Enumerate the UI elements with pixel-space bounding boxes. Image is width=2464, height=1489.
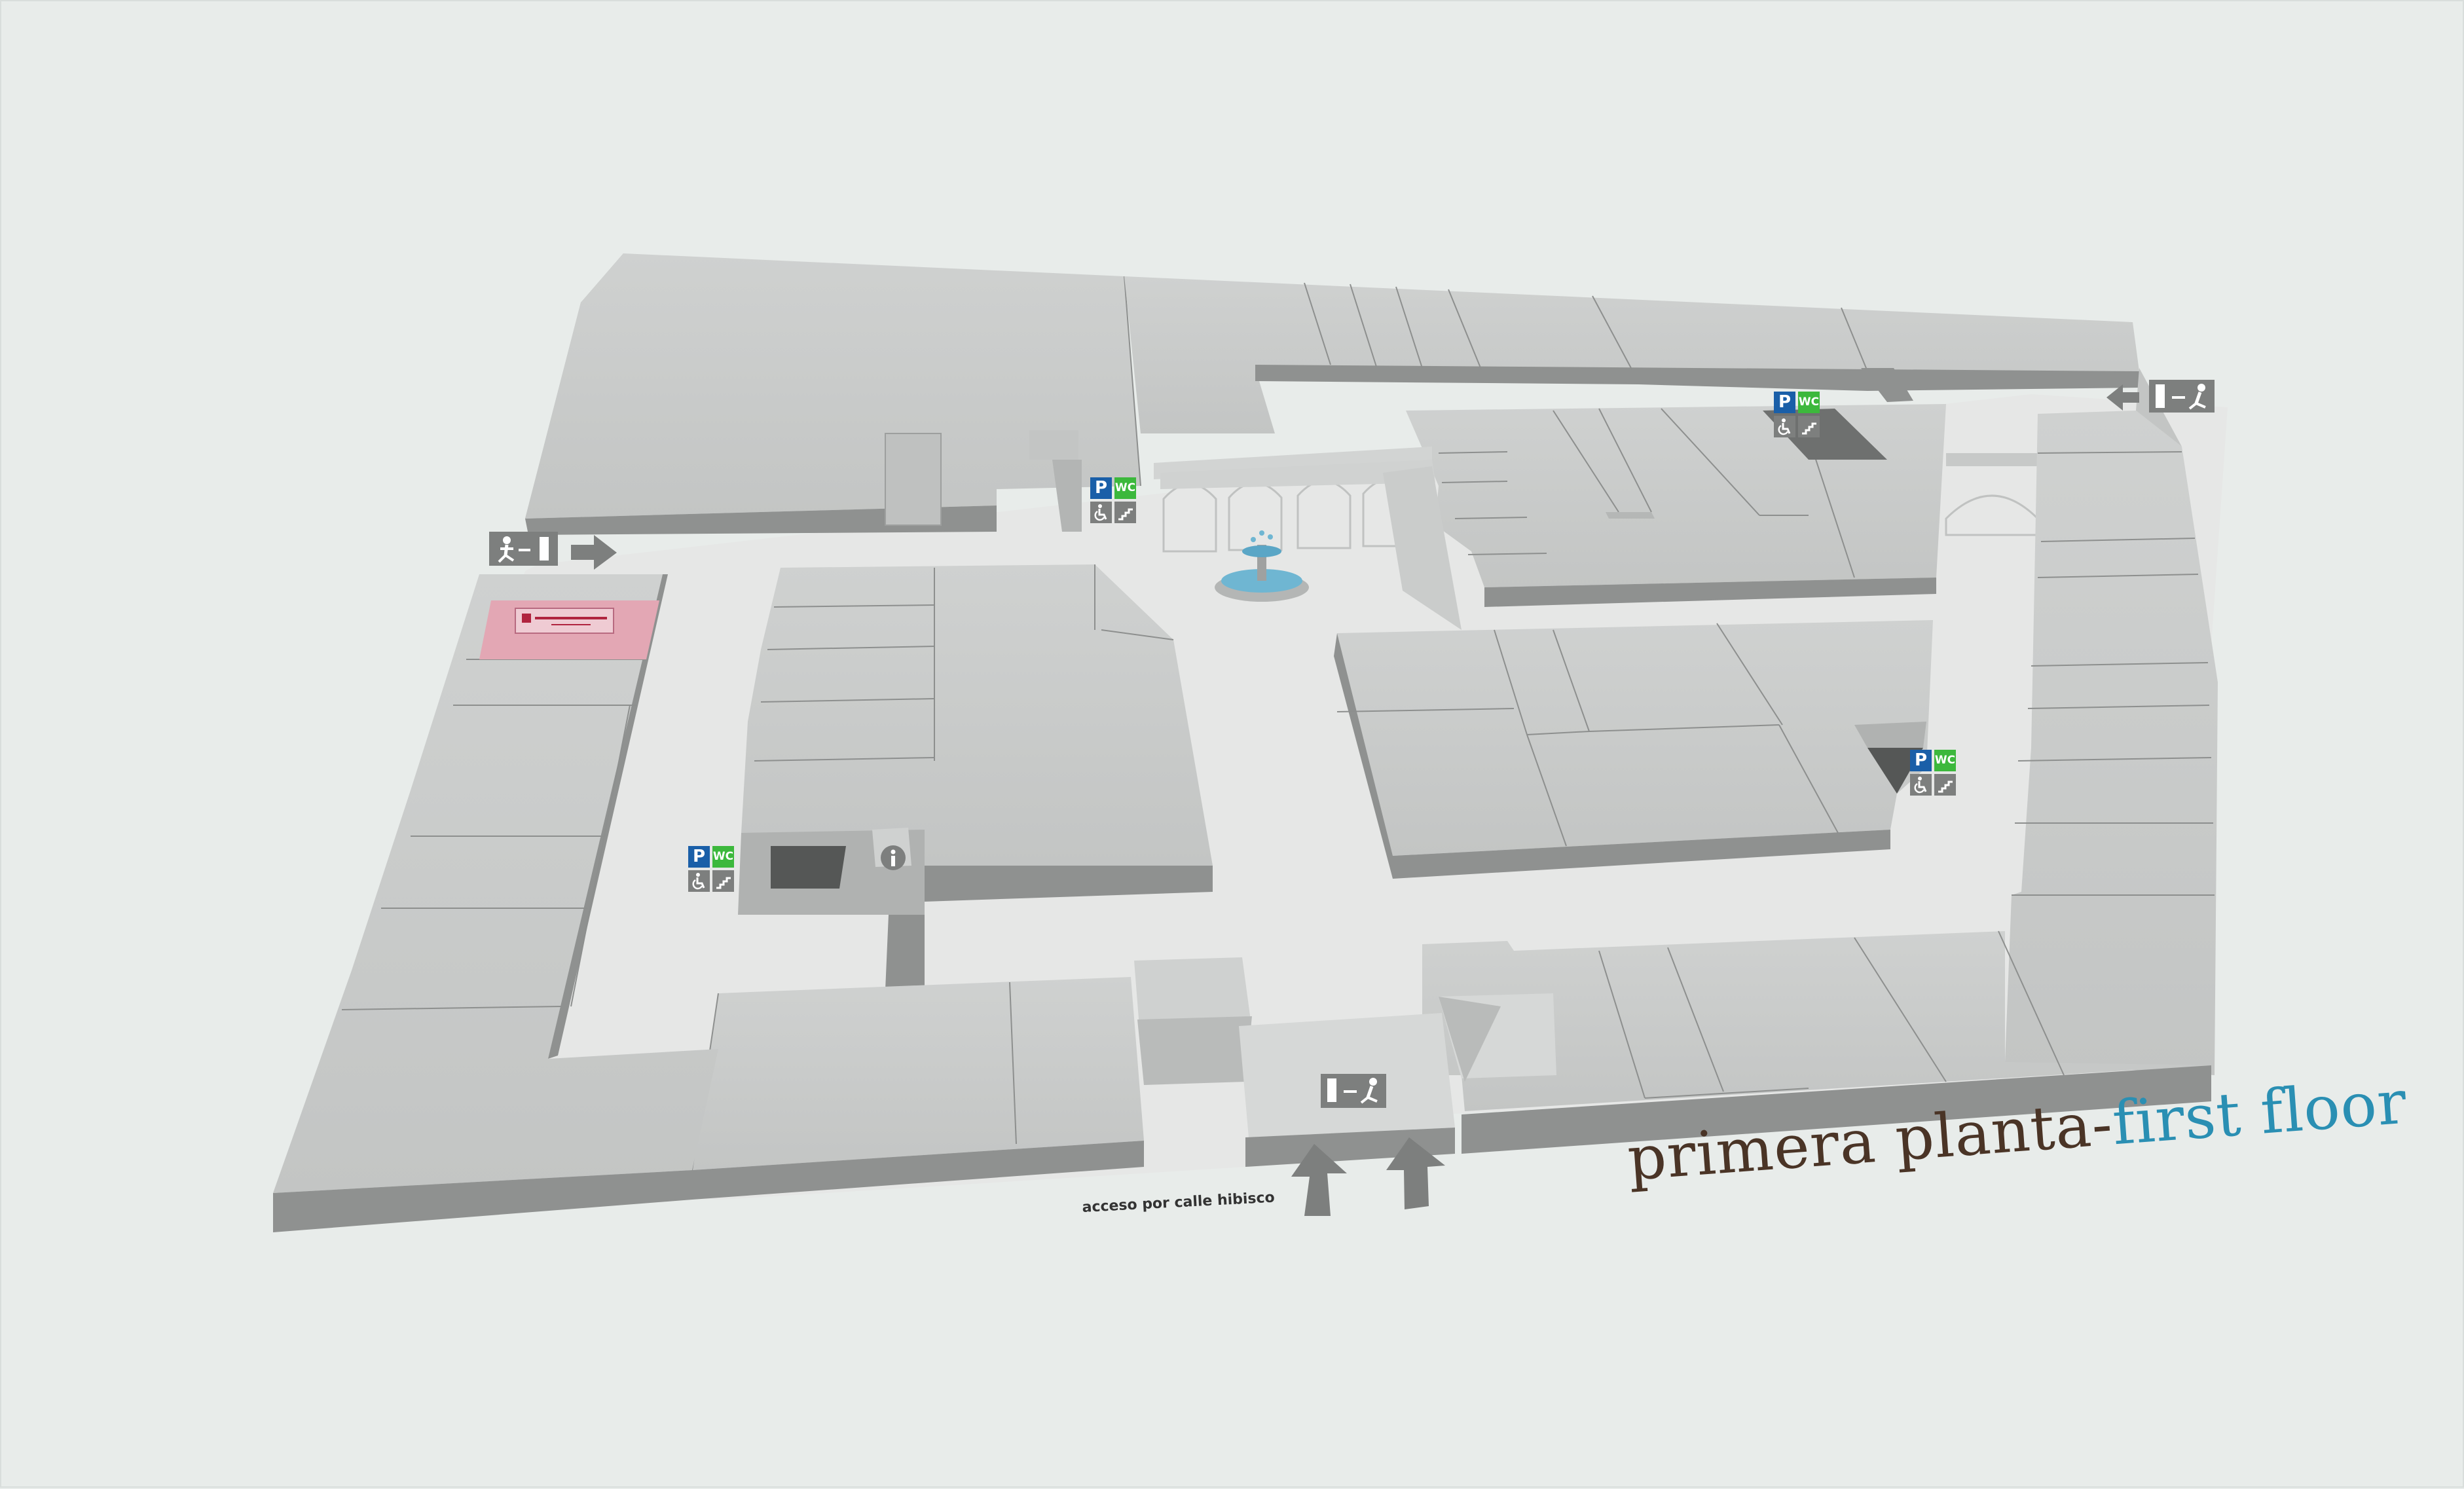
- parking-icon: P: [688, 846, 710, 868]
- wc-icon: WC: [1114, 477, 1136, 499]
- parking-icon: P: [1090, 477, 1112, 499]
- service-group-west: P WC: [688, 846, 734, 892]
- parking-icon: P: [1774, 392, 1795, 413]
- wc-icon: WC: [712, 846, 734, 868]
- info-icon: [881, 845, 906, 870]
- emergency-exit-sign-east: [2149, 380, 2215, 413]
- accessible-icon: [688, 870, 710, 892]
- wc-icon: WC: [1798, 392, 1820, 413]
- arrow-icon: [1386, 1137, 1445, 1209]
- stairs-icon: [712, 870, 734, 892]
- store-row-southeast: [1422, 930, 2211, 1154]
- store-logo: [515, 608, 614, 634]
- service-group-north-west: P WC: [1090, 477, 1136, 523]
- store-block-central-east: [1334, 620, 1933, 879]
- emergency-exit-sign-south: [1321, 1074, 1386, 1108]
- store-block-central-west: [738, 564, 1213, 990]
- accessible-icon: [1910, 774, 1932, 796]
- emergency-exit-sign-west: [489, 532, 558, 566]
- service-group-east: P WC: [1910, 750, 1956, 796]
- arrow-icon: [1291, 1144, 1347, 1216]
- accessible-icon: [1774, 416, 1795, 437]
- store-row-north: [1124, 276, 2139, 433]
- arrow-icon: [571, 535, 617, 570]
- accessible-icon: [1090, 502, 1112, 523]
- stairs-icon: [1114, 502, 1136, 523]
- store-block-northwest: [525, 253, 1141, 535]
- stairs-icon: [1934, 774, 1956, 796]
- wc-icon: WC: [1934, 750, 1956, 771]
- parking-icon: P: [1910, 750, 1932, 771]
- arrow-icon: [2106, 384, 2139, 411]
- store-row-west: [273, 574, 718, 1232]
- courtyard-arcade: [1029, 430, 2039, 630]
- service-group-north-east: P WC: [1774, 392, 1820, 437]
- stairs-icon: [1798, 416, 1820, 437]
- store-row-south: [691, 977, 1144, 1200]
- store-row-east: [2005, 368, 2218, 1075]
- store-block-northeast: [1406, 404, 1946, 607]
- fountain-icon: [1215, 530, 1309, 602]
